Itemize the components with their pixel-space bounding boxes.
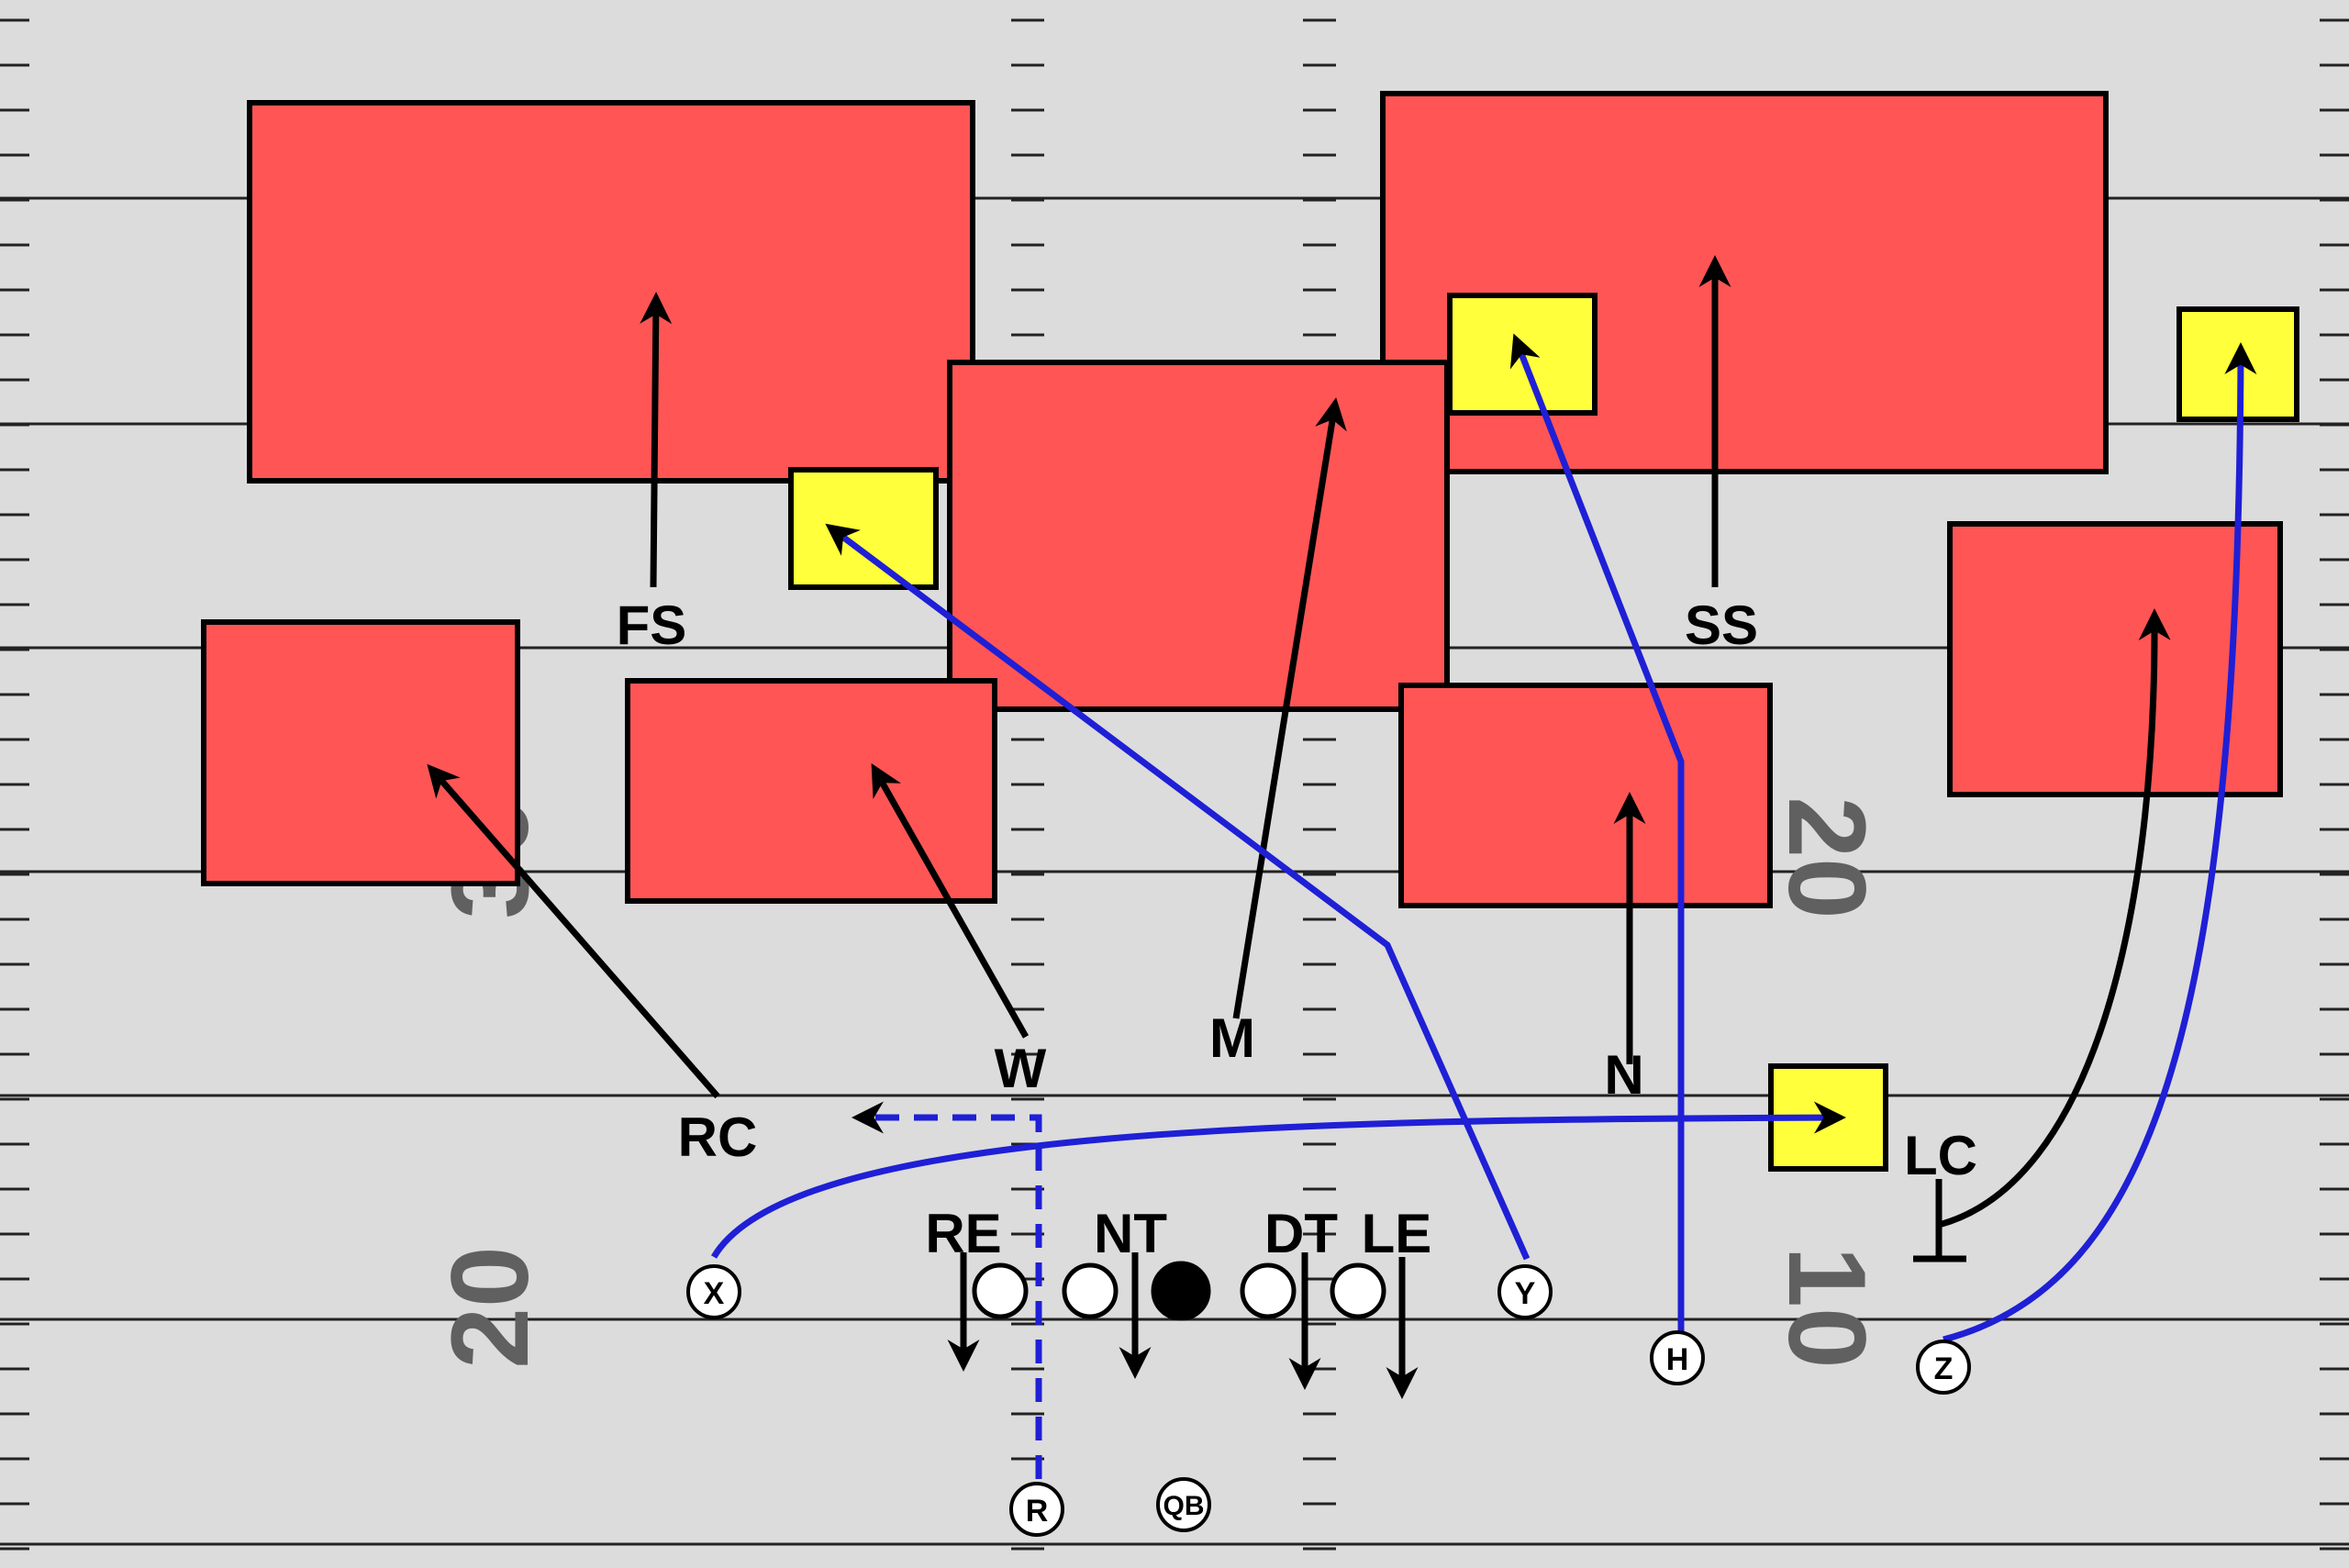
lineman (1330, 1262, 1386, 1319)
y-route (825, 523, 1531, 1261)
defense-labels: FS SS RC W M N LC RE NT DT LE (617, 595, 1977, 1264)
lc-stance-mark (1913, 1179, 1966, 1262)
rc-route (427, 763, 720, 1099)
player-z-label: Z (1934, 1351, 1954, 1386)
h-route (1509, 333, 1685, 1335)
zone-middle-hook (947, 360, 1450, 712)
zone-curl-left (625, 678, 997, 904)
skill-players: X Y H Z R QB (686, 1264, 1971, 1537)
defense-routes (427, 255, 2171, 1399)
target-spots (788, 293, 2299, 1172)
coverage-zones (201, 91, 2283, 908)
yard-number: 20 (1765, 796, 1888, 918)
le-label: LE (1362, 1203, 1432, 1264)
re-label: RE (925, 1203, 1001, 1264)
player-y: Y (1497, 1264, 1553, 1319)
rc-label: RC (678, 1106, 758, 1168)
player-r-label: R (1026, 1494, 1049, 1529)
offensive-line (972, 1261, 1386, 1321)
dt-label: DT (1264, 1203, 1338, 1264)
lc-label: LC (1904, 1125, 1977, 1186)
player-r: R (1009, 1482, 1064, 1537)
target-spot (788, 467, 939, 590)
z-route (1943, 342, 2257, 1343)
m-route (1232, 397, 1347, 1019)
player-h: H (1650, 1330, 1705, 1385)
player-qb-label: QB (1163, 1491, 1205, 1521)
w-label: W (995, 1038, 1047, 1099)
player-y-label: Y (1515, 1276, 1536, 1311)
yard-number: 10 (1765, 1246, 1888, 1368)
zone-deep-left (247, 100, 975, 484)
m-label: M (1209, 1007, 1255, 1069)
lineman (1062, 1262, 1119, 1319)
player-x-label: X (704, 1276, 725, 1311)
r-route (852, 1101, 1042, 1479)
player-z: Z (1916, 1340, 1971, 1395)
yard-number: 20 (429, 1246, 551, 1368)
lineman (972, 1262, 1029, 1319)
n-label: N (1604, 1044, 1643, 1106)
nt-label: NT (1094, 1203, 1167, 1264)
w-route (871, 762, 1030, 1039)
center-ball (1151, 1261, 1211, 1321)
zone-flat-left (201, 619, 520, 886)
zone-curl-right (1398, 683, 1773, 908)
player-x: X (686, 1264, 741, 1319)
fs-route (640, 292, 673, 588)
fs-label: FS (617, 595, 687, 656)
lc-route (1938, 608, 2171, 1229)
ss-label: SS (1685, 595, 1758, 656)
lineman (1240, 1262, 1297, 1319)
x-route (710, 1101, 1846, 1259)
player-h-label: H (1666, 1342, 1689, 1377)
player-qb: QB (1156, 1477, 1211, 1532)
offense-routes (710, 333, 2257, 1479)
